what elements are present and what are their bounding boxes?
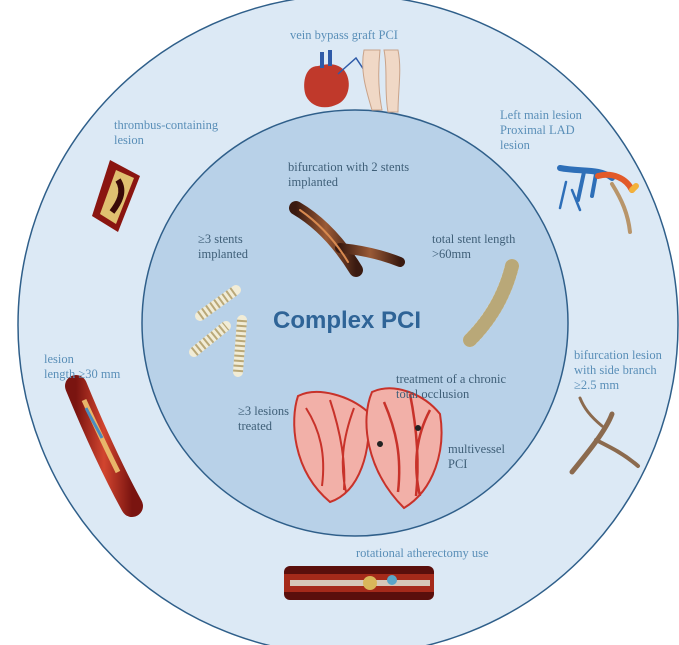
label-bifurcation-two-stents: bifurcation with 2 stents implanted [288,160,409,190]
label-three-lesions-treated: ≥3 lesions treated [238,404,289,434]
label-bifurcation-lesion: bifurcation lesion with side branch ≥2.5… [574,348,662,393]
label-lesion-length: lesion length ≥30 mm [44,352,120,382]
label-multivessel-pci: multivessel PCI [448,442,505,472]
label-three-stents-implanted: ≥3 stents implanted [198,232,248,262]
label-rotational-atherectomy: rotational atherectomy use [356,546,489,561]
label-left-main-lesion: Left main lesion Proximal LAD lesion [500,108,582,153]
label-thrombus-lesion: thrombus-containing lesion [114,118,218,148]
label-vein-bypass-graft: vein bypass graft PCI [290,28,398,43]
atherectomy-catheter-icon [284,566,434,600]
diagram-title: Complex PCI [237,307,457,335]
label-total-stent-length: total stent length >60mm [432,232,515,262]
label-chronic-total-occlusion: treatment of a chronic total occlusion [396,372,506,402]
